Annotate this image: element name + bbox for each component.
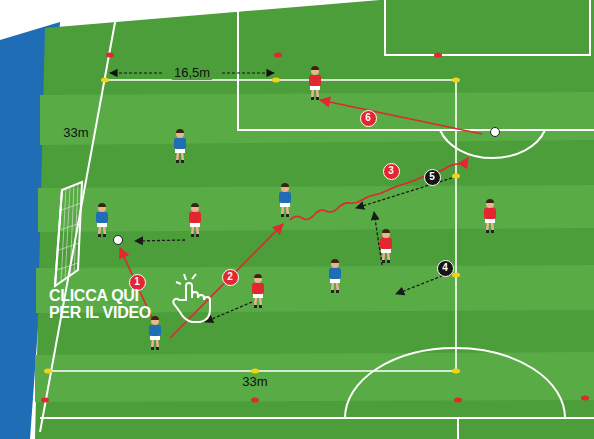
dimension-label: 33m [61, 126, 90, 140]
movement-arrows [120, 100, 482, 338]
callout-number: 3 [383, 163, 400, 180]
player-figure [189, 203, 201, 237]
callout-number: 5 [424, 169, 441, 186]
player-figure [279, 183, 291, 217]
balls [114, 128, 500, 245]
dimension-label: 33m [240, 375, 269, 389]
player-figure [484, 199, 496, 233]
drill-area [48, 80, 456, 371]
player-figure [329, 259, 341, 293]
player-figure [252, 274, 264, 308]
player-figure [309, 66, 321, 100]
goal-net [57, 184, 81, 283]
callout-text: 3 [388, 166, 394, 176]
cones [41, 53, 589, 403]
callout-text: 5 [429, 172, 435, 182]
field [35, 0, 594, 439]
player-figure [149, 316, 161, 350]
field-stripes [35, 92, 594, 402]
callout-number: 4 [437, 260, 454, 277]
pitch-lines [40, 0, 594, 439]
callout-number: 6 [360, 110, 377, 127]
players [96, 66, 496, 350]
callout-text: 1 [134, 277, 140, 287]
player-figure [380, 229, 392, 263]
callout-text: 6 [365, 113, 371, 123]
hand-icon [173, 274, 210, 322]
dimension-label: 16,5m [172, 66, 212, 80]
callout-text: 4 [442, 263, 448, 273]
player-figure [96, 203, 108, 237]
player-figure [174, 129, 186, 163]
callout-number: 2 [222, 269, 239, 286]
callout-text: 2 [227, 272, 233, 282]
video-link-text: CLICCA QUI PER IL VIDEO [47, 288, 169, 322]
mini-goal [55, 182, 82, 286]
